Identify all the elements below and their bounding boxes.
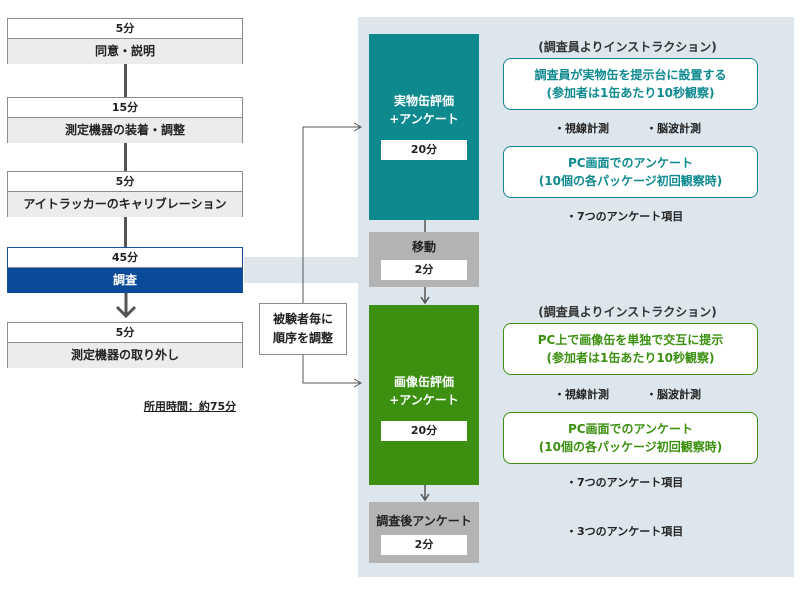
note-questionnaire-items: ・7つのアンケート項目 (566, 476, 684, 489)
instruction-header: (調査員よりインストラクション) (538, 305, 717, 319)
total-time: 所用時間：約75分 (143, 400, 237, 413)
connector-line (124, 143, 127, 171)
instruction-header: (調査員よりインストラクション) (538, 40, 717, 54)
block-title: 画像缶評価 (393, 375, 454, 389)
questionnaire-line: (10個の各パッケージ初回観察時) (538, 174, 723, 188)
step-duration: 5分 (8, 172, 242, 192)
questionnaire-box-real: PC画面でのアンケート (10個の各パッケージ初回観察時) (503, 146, 758, 198)
block-time: 20分 (381, 140, 467, 160)
step-label: 調査 (8, 268, 242, 293)
connector-line (124, 217, 127, 247)
subject-note-line: 被験者毎に (272, 312, 333, 326)
instruction-line: 調査員が実物缶を提示台に設置する (534, 68, 727, 82)
step-duration: 15分 (8, 98, 242, 118)
block-title: 実物缶評価 (393, 94, 454, 108)
step-device-setup: 15分 測定機器の装着・調整 (7, 97, 243, 143)
step-label: 測定機器の装着・調整 (8, 118, 242, 143)
subject-order-note: 被験者毎に 順序を調整 (259, 303, 347, 355)
subject-note-line: 順序を調整 (272, 331, 333, 345)
step-consent: 5分 同意・説明 (7, 18, 243, 64)
instruction-line: PC上で画像缶を単独で交互に提示 (537, 333, 724, 347)
block-title: 移動 (411, 240, 436, 254)
note-post-questionnaire-items: ・3つのアンケート項目 (566, 525, 684, 538)
questionnaire-box-image: PC画面でのアンケート (10個の各パッケージ初回観察時) (503, 412, 758, 464)
block-subtitle: +アンケート (389, 112, 459, 126)
questionnaire-line: PC画面でのアンケート (567, 156, 694, 170)
step-label: 測定機器の取り外し (8, 343, 242, 368)
step-label: アイトラッカーのキャリブレーション (8, 192, 242, 217)
note-eeg: ・脳波計測 (646, 388, 701, 401)
step-survey: 45分 調査 (7, 247, 243, 293)
block-subtitle: +アンケート (389, 393, 459, 407)
instruction-line: (参加者は1缶あたり10秒観察) (546, 86, 715, 100)
instruction-box-image: PC上で画像缶を単独で交互に提示 (参加者は1缶あたり10秒観察) (503, 323, 758, 375)
connector-band (244, 257, 358, 283)
step-calibration: 5分 アイトラッカーのキャリブレーション (7, 171, 243, 217)
block-post-survey: 調査後アンケート 2分 (369, 502, 479, 563)
note-eye-tracking: ・視線計測 (554, 122, 609, 135)
instruction-box-real: 調査員が実物缶を提示台に設置する (参加者は1缶あたり10秒観察) (503, 58, 758, 110)
block-move: 移動 2分 (369, 232, 479, 287)
note-questionnaire-items: ・7つのアンケート項目 (566, 210, 684, 223)
instruction-line: (参加者は1缶あたり10秒観察) (546, 351, 715, 365)
step-duration: 5分 (8, 323, 242, 343)
block-time: 20分 (381, 421, 467, 441)
note-eeg: ・脳波計測 (646, 122, 701, 135)
step-duration: 45分 (8, 248, 242, 268)
connector-line (124, 64, 127, 97)
block-real-can-evaluation: 実物缶評価 +アンケート 20分 (369, 34, 479, 220)
questionnaire-line: PC画面でのアンケート (567, 422, 694, 436)
step-device-removal: 5分 測定機器の取り外し (7, 322, 243, 368)
down-arrow-icon (115, 293, 137, 319)
block-time: 2分 (381, 535, 467, 555)
questionnaire-line: (10個の各パッケージ初回観察時) (538, 440, 723, 454)
block-time: 2分 (381, 260, 467, 280)
block-title: 調査後アンケート (376, 514, 472, 528)
step-label: 同意・説明 (8, 39, 242, 64)
note-eye-tracking: ・視線計測 (554, 388, 609, 401)
step-duration: 5分 (8, 19, 242, 39)
block-image-can-evaluation: 画像缶評価 +アンケート 20分 (369, 305, 479, 485)
